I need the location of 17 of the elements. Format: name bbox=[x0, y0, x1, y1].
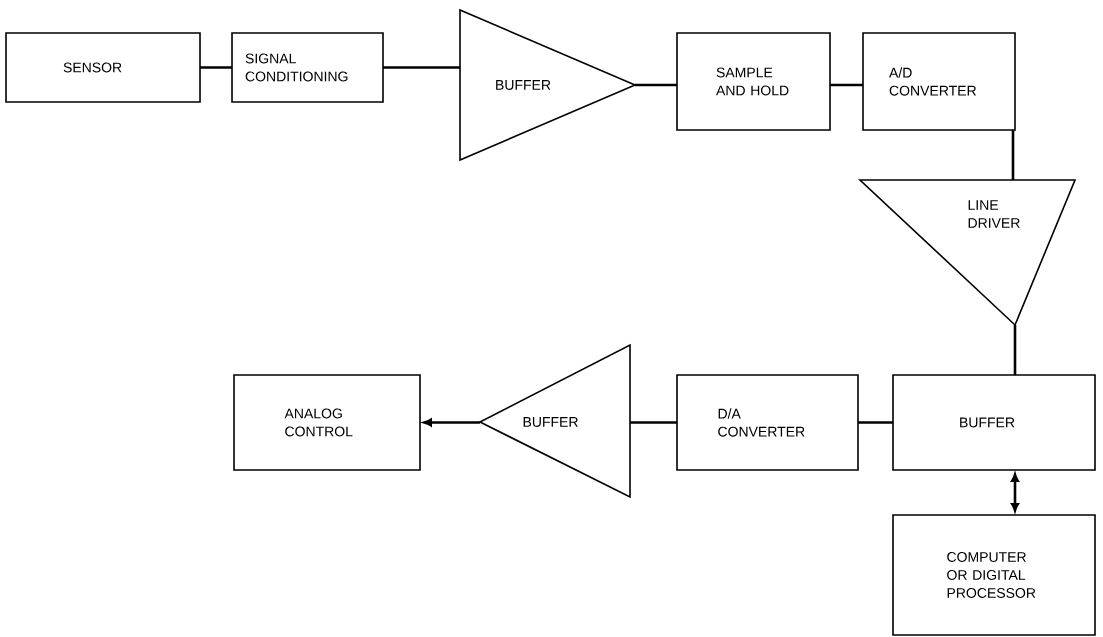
connector-line bbox=[635, 83, 677, 87]
connector-line bbox=[630, 421, 677, 424]
process-box: BUFFER bbox=[892, 374, 1096, 471]
process-box: ANALOG CONTROL bbox=[233, 374, 421, 471]
connector-line bbox=[830, 83, 863, 87]
connector-line bbox=[200, 66, 232, 69]
connector-line bbox=[1011, 130, 1015, 180]
process-box: COMPUTER OR DIGITAL PROCESSOR bbox=[892, 514, 1096, 636]
process-box: SAMPLE AND HOLD bbox=[676, 32, 831, 131]
connector-line bbox=[1013, 325, 1017, 375]
process-box: SENSOR bbox=[5, 32, 201, 103]
process-box: SIGNAL CONDITIONING bbox=[231, 32, 384, 103]
process-box: A/D CONVERTER bbox=[862, 32, 1016, 131]
connector-line bbox=[383, 66, 460, 69]
process-box: D/A CONVERTER bbox=[676, 374, 859, 471]
connector-line bbox=[858, 421, 893, 424]
arrow bbox=[1011, 473, 1019, 512]
